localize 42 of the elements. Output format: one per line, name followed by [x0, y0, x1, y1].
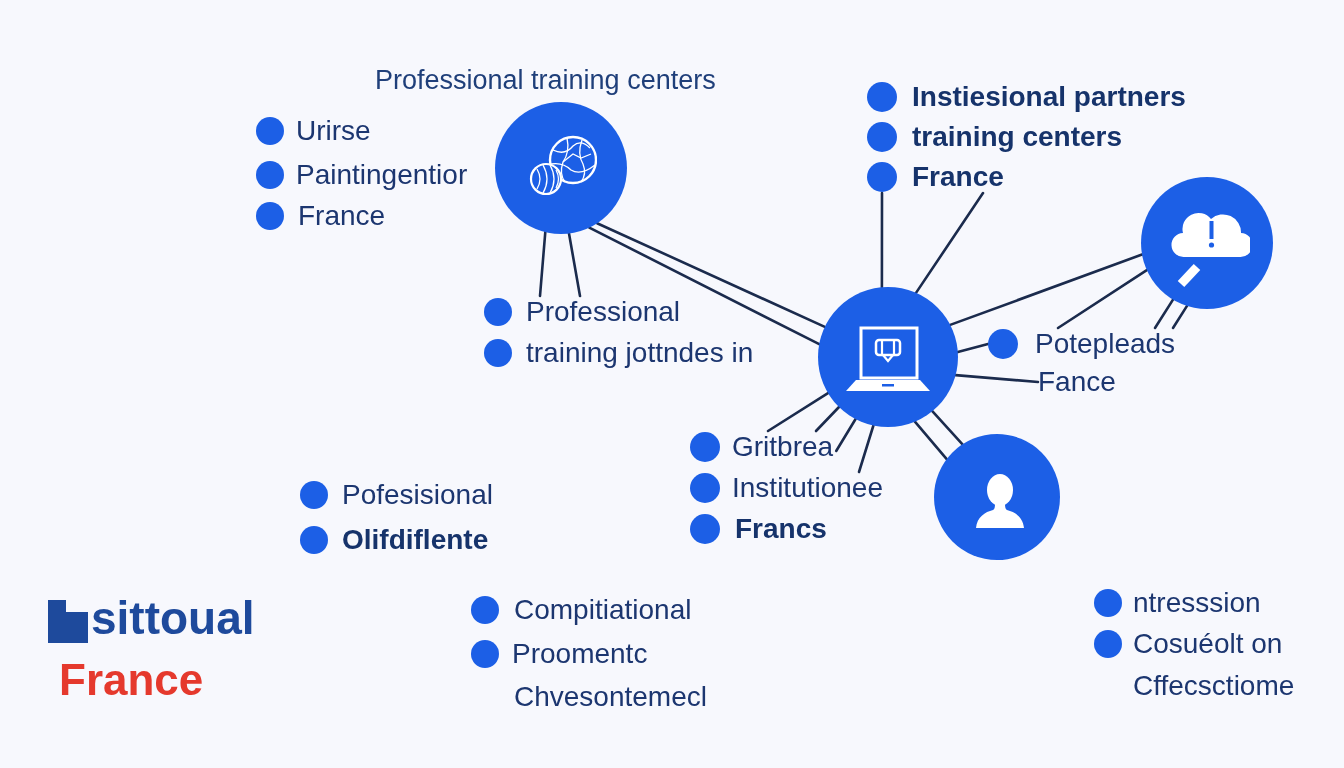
bullet-text: training centers: [912, 121, 1124, 153]
connector-line: [948, 253, 1144, 327]
bullet-text: Institutionee: [732, 472, 884, 504]
bullet-text: Instiesional partners: [912, 81, 1187, 113]
bullet-text: Gritbrea: [732, 431, 835, 463]
connector-line: [766, 391, 830, 433]
connector-line: [538, 230, 547, 298]
bullet-text: training jottndes in: [526, 337, 755, 369]
bullet-text: Proomentc: [512, 638, 649, 670]
connector-line: [954, 373, 1040, 384]
connector-line: [956, 342, 990, 354]
connector-line: [913, 420, 948, 461]
bullet-text: Pofesisional: [342, 479, 494, 511]
bullet-text: ntresssion: [1133, 587, 1262, 619]
bullet-text: Olifdiflente: [342, 524, 490, 556]
connector-line: [857, 424, 875, 474]
connector-line: [814, 405, 841, 433]
connector-line: [567, 232, 582, 298]
connector-line: [834, 417, 857, 453]
bullet-text: Chvesontemecl: [514, 681, 708, 713]
country-word: France: [59, 657, 204, 702]
bullet-text: Potepleads: [1035, 328, 1177, 360]
connector-line: [931, 409, 964, 446]
bullet-text: Cffecsctiome: [1133, 670, 1296, 702]
connector-line: [914, 191, 985, 295]
bullet-text: Paintingentior: [296, 159, 469, 191]
connector-line: [588, 226, 821, 346]
mark-word: sittoual: [91, 595, 255, 642]
connector-line: [1171, 304, 1189, 330]
bullet-text: Professional: [526, 296, 682, 328]
bullet-text: Cosuéolt on: [1133, 628, 1284, 660]
bullet-text: Urirse: [296, 115, 372, 147]
connector-line: [880, 191, 884, 289]
bullet-text: France: [912, 161, 1005, 193]
connector-line: [595, 221, 827, 329]
bullet-text: Compitiational: [514, 594, 693, 626]
node-heading: Professional training centers: [375, 64, 716, 96]
connector-line: [1056, 268, 1149, 330]
bullet-text: Francs: [735, 513, 828, 545]
connector-line: [1153, 298, 1175, 330]
bullet-text: France: [298, 200, 387, 232]
bullet-text: Fance: [1038, 366, 1117, 398]
